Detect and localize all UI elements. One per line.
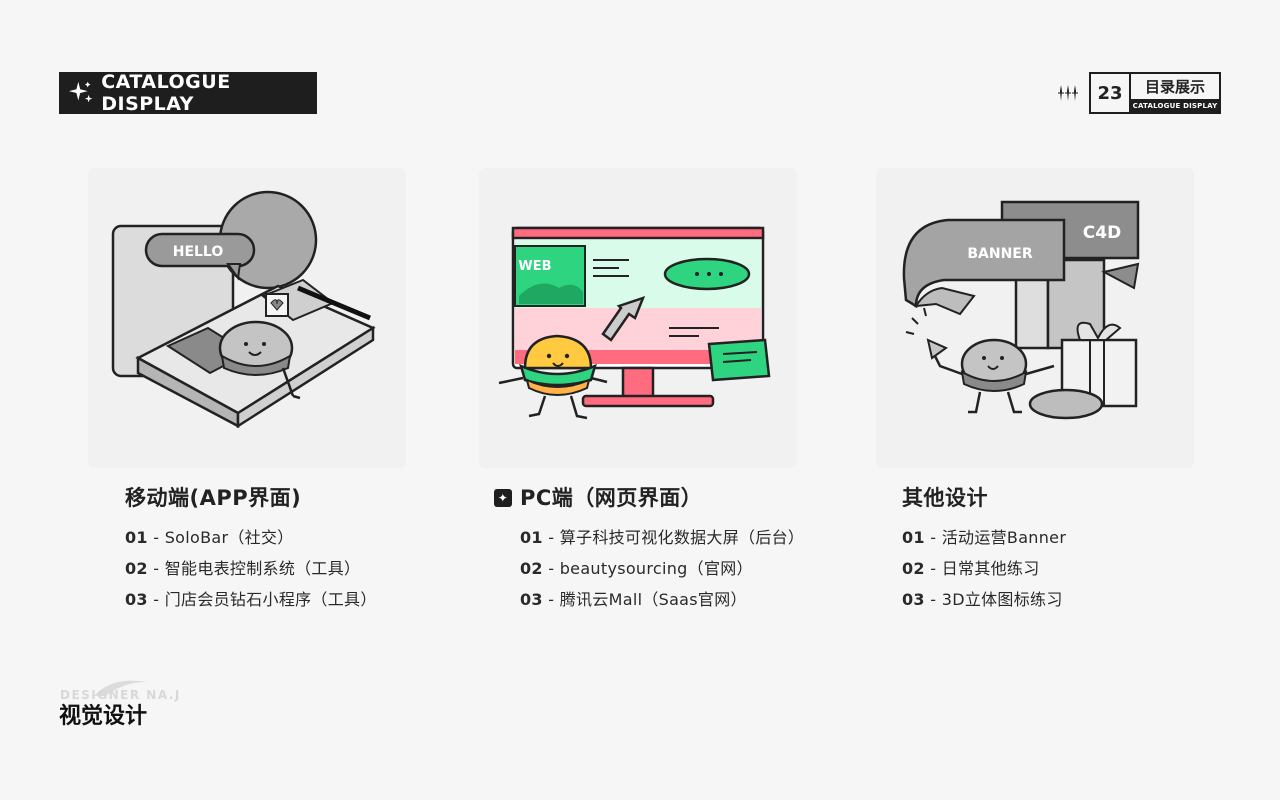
badge-title: 目录展示 bbox=[1144, 78, 1205, 96]
header-tag-label: CATALOGUE DISPLAY bbox=[101, 71, 231, 115]
page-badge-box: 23 目录展示 CATALOGUE DISPLAY bbox=[1089, 72, 1221, 114]
list-item: 03 - 3D立体图标练习 bbox=[902, 590, 1063, 609]
list-item: 03 - 腾讯云Mall（Saas官网） bbox=[520, 590, 747, 609]
designer-watermark: DESIGNER NA.J bbox=[60, 688, 181, 702]
section-other-design: 其他设计 01 - 活动运营Banner 02 - 日常其他练习 03 - 3D… bbox=[902, 484, 1066, 615]
web-label-text: WEB bbox=[518, 259, 551, 274]
list-item: 01 - 活动运营Banner bbox=[902, 528, 1067, 547]
list-item: 01 - 算子科技可视化数据大屏（后台） bbox=[520, 528, 805, 547]
section-pc-web: ✦ PC端（网页界面） 01 - 算子科技可视化数据大屏（后台） 02 - be… bbox=[494, 484, 804, 615]
c4d-label-text: C4D bbox=[1083, 223, 1121, 243]
list-item: 03 - 门店会员钻石小程序（工具） bbox=[125, 590, 377, 609]
mobile-app-illustration: HELLO bbox=[88, 168, 406, 468]
section-title: 其他设计 bbox=[902, 486, 988, 510]
section-items: 01 - 算子科技可视化数据大屏（后台） 02 - beautysourcing… bbox=[520, 522, 804, 615]
list-item: 01 - SoloBar（社交） bbox=[125, 528, 294, 547]
list-item: 02 - 智能电表控制系统（工具） bbox=[125, 559, 361, 578]
pc-web-illustration: WEB bbox=[479, 168, 797, 468]
banner-label-text: BANNER bbox=[967, 246, 1033, 262]
section-mobile-app: 移动端(APP界面) 01 - SoloBar（社交） 02 - 智能电表控制系… bbox=[125, 484, 377, 615]
footer-label: 视觉设计 bbox=[59, 704, 148, 729]
section-items: 01 - SoloBar（社交） 02 - 智能电表控制系统（工具） 03 - … bbox=[125, 522, 377, 615]
sparkle-square-icon: ✦ bbox=[494, 489, 512, 507]
sparkle-ticks-icon bbox=[1058, 85, 1078, 101]
badge-subtitle: CATALOGUE DISPLAY bbox=[1131, 99, 1219, 112]
hello-bubble-text: HELLO bbox=[173, 244, 224, 260]
section-items: 01 - 活动运营Banner 02 - 日常其他练习 03 - 3D立体图标练… bbox=[902, 522, 1066, 615]
catalogue-header-tag: CATALOGUE DISPLAY bbox=[59, 71, 317, 115]
watermark-swoosh-icon bbox=[94, 680, 148, 696]
page-number: 23 bbox=[1091, 74, 1131, 112]
sparkle-icon bbox=[68, 81, 93, 103]
section-title: 移动端(APP界面) bbox=[125, 486, 302, 510]
section-title: PC端（网页界面） bbox=[520, 486, 703, 510]
list-item: 02 - 日常其他练习 bbox=[902, 559, 1040, 578]
page-badge: 23 目录展示 CATALOGUE DISPLAY bbox=[1057, 72, 1221, 114]
list-item: 02 - beautysourcing（官网） bbox=[520, 559, 753, 578]
other-design-illustration: C4D BANNER bbox=[876, 168, 1194, 468]
